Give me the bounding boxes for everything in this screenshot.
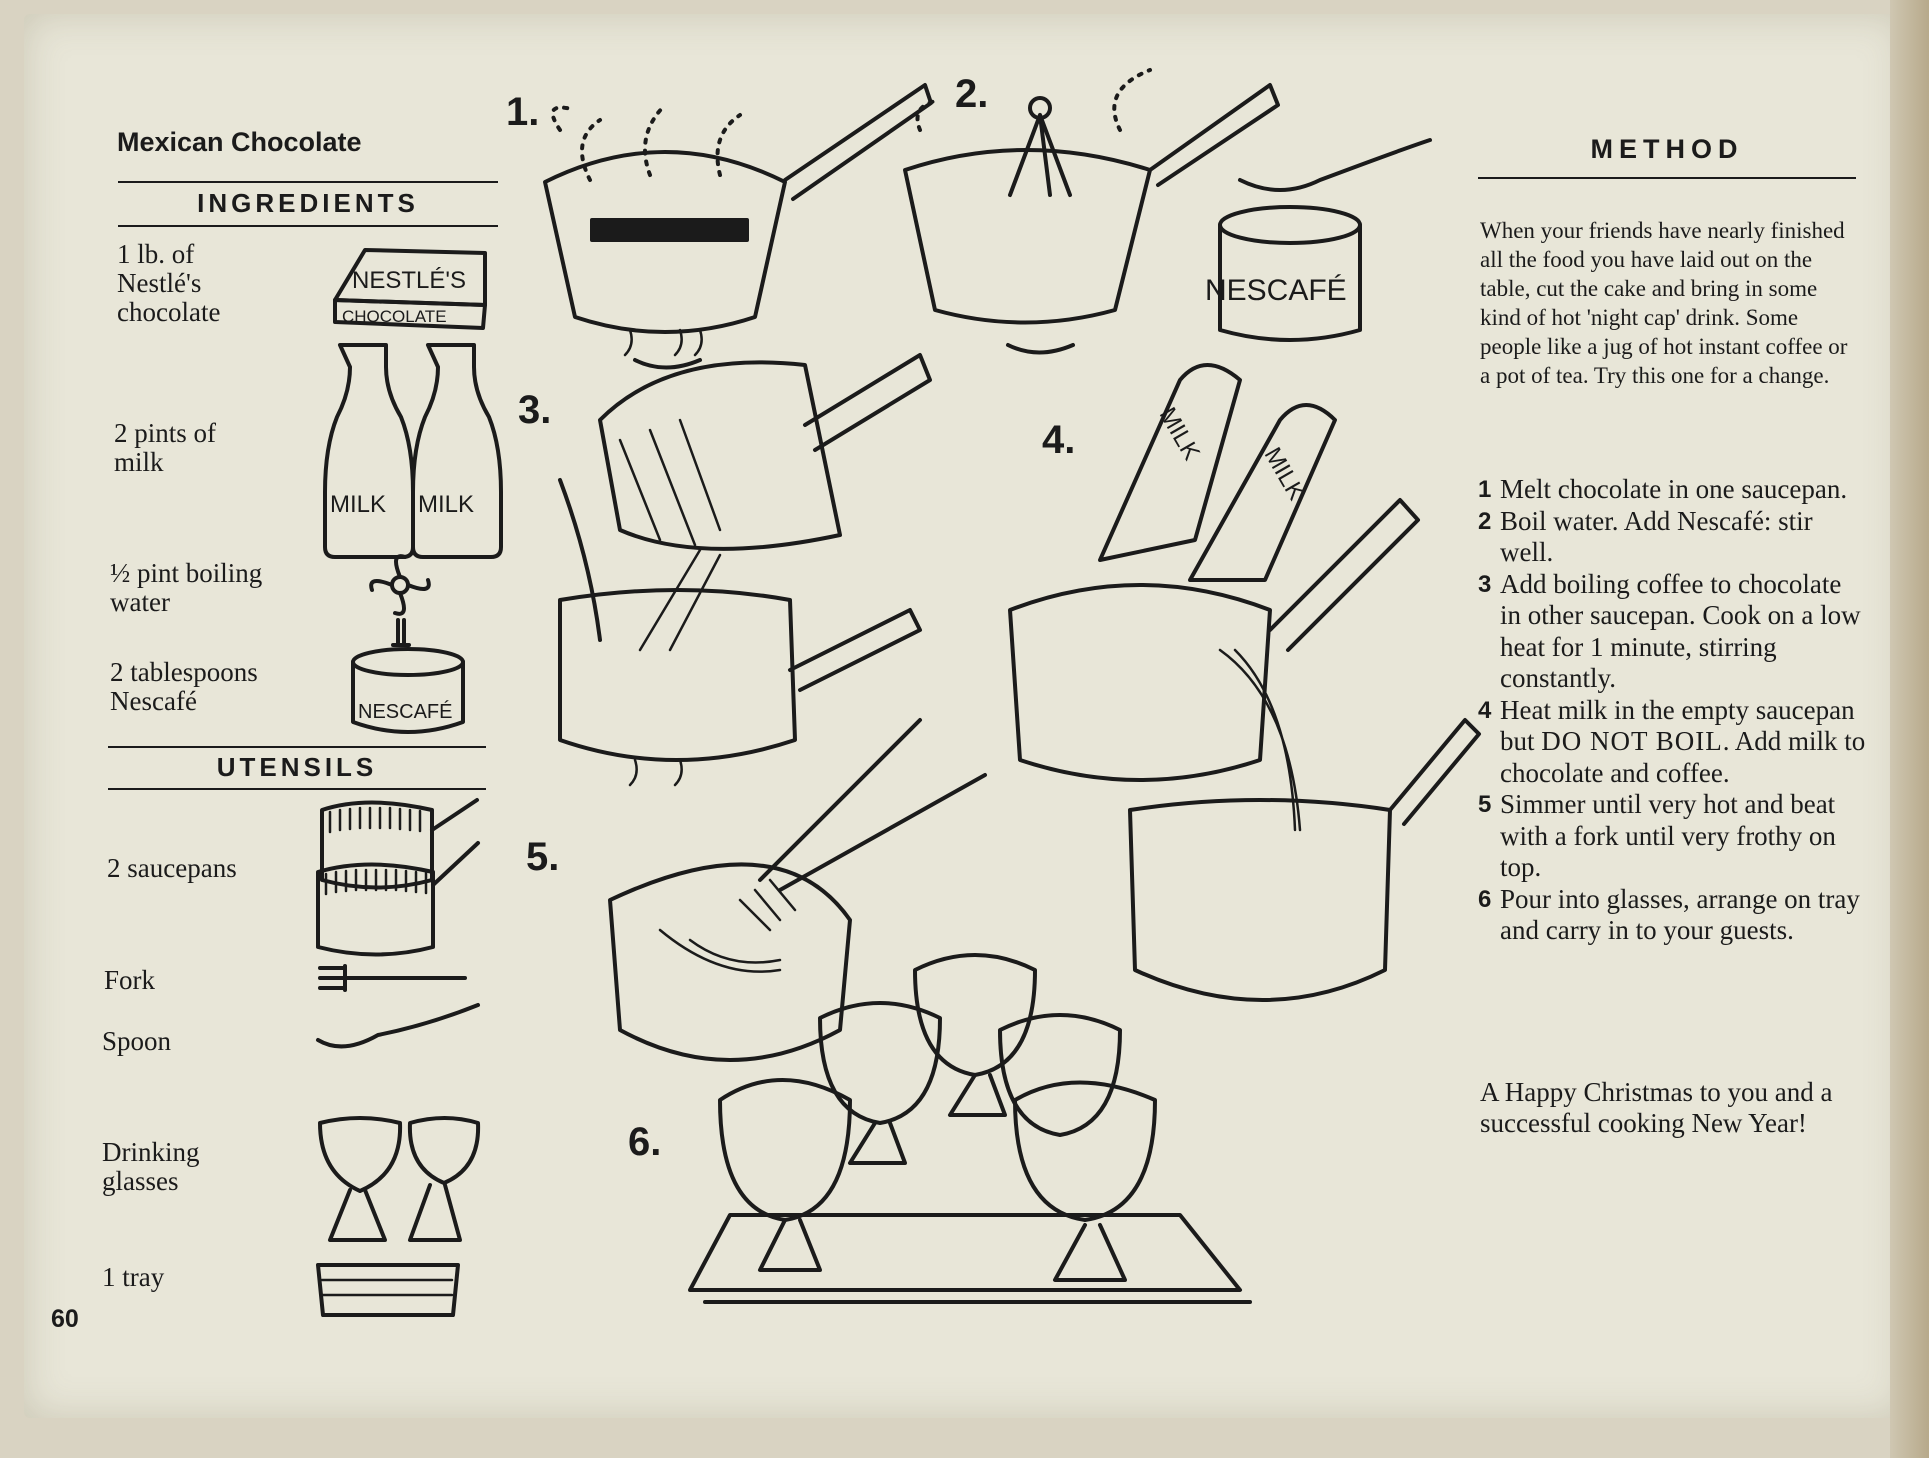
step-number: 2. (955, 72, 989, 116)
utensil-item: Fork (104, 965, 156, 995)
method-heading: METHOD (1590, 134, 1744, 164)
chocolate-box-brand: NESTLÉ'S (352, 267, 466, 294)
cookbook-page (24, 14, 1904, 1418)
rule (1478, 177, 1856, 179)
rule (108, 746, 486, 748)
utensil-item: Drinking glasses (102, 1137, 200, 1196)
spoon-icon (316, 1003, 480, 1049)
page-number: 60 (51, 1305, 79, 1333)
recipe-title: Mexican Chocolate (117, 127, 362, 157)
glasses-and-tray-illustration (316, 1116, 481, 1317)
ingredient-item: 1 lb. of Nestlé's chocolate (117, 239, 221, 327)
ingredient-item: 2 tablespoons Nescafé (110, 657, 258, 716)
closing-message: A Happy Christmas to you and a successfu… (1480, 1077, 1833, 1138)
rule (118, 181, 498, 183)
book-spine (1890, 0, 1929, 1458)
nescafe-tin-illustration: NESCAFÉ (351, 554, 465, 734)
utensils-heading: UTENSILS (216, 752, 378, 782)
utensil-item: 1 tray (102, 1262, 165, 1292)
do-not-boil-warning: DO NOT BOIL (1541, 726, 1723, 756)
milk-label: MILK (1259, 443, 1310, 505)
step-1-illustration (543, 83, 933, 370)
utensil-item: 2 saucepans (107, 853, 237, 883)
milk-label: MILK (330, 491, 386, 518)
step-2-illustration: NESCAFÉ (903, 68, 1432, 355)
rule (118, 225, 498, 227)
step-number: 4. (1042, 418, 1076, 462)
fork-icon (318, 964, 467, 992)
ingredients-heading: INGREDIENTS (197, 188, 419, 218)
utensil-item: Spoon (102, 1026, 172, 1056)
ingredient-item: ½ pint boiling water (110, 558, 263, 617)
step-number: 5. (526, 835, 560, 879)
ingredient-item: 2 pints of milk (114, 418, 217, 477)
step-number: 3. (518, 388, 552, 432)
saucepans-illustration (316, 798, 480, 957)
nescafe-label: NESCAFÉ (358, 700, 452, 723)
chocolate-box-illustration: NESTLÉ'S CHOCOLATE (333, 248, 487, 330)
nescafe-label: NESCAFÉ (1205, 274, 1347, 307)
step-6-illustration (688, 953, 1252, 1304)
milk-label: MILK (1154, 403, 1205, 465)
step-5-illustration (608, 718, 987, 1062)
method-intro: When your friends have nearly finished a… (1480, 218, 1848, 388)
step-number: 6. (628, 1120, 662, 1164)
step-3-illustration (558, 353, 932, 787)
chocolate-box-label: CHOCOLATE (342, 307, 447, 326)
step-number: 1. (506, 90, 540, 134)
step-4-illustration: MILK MILK (1008, 363, 1481, 1002)
milk-bottles-illustration: MILK MILK (323, 343, 503, 559)
milk-label: MILK (418, 491, 474, 518)
rule (108, 788, 486, 790)
